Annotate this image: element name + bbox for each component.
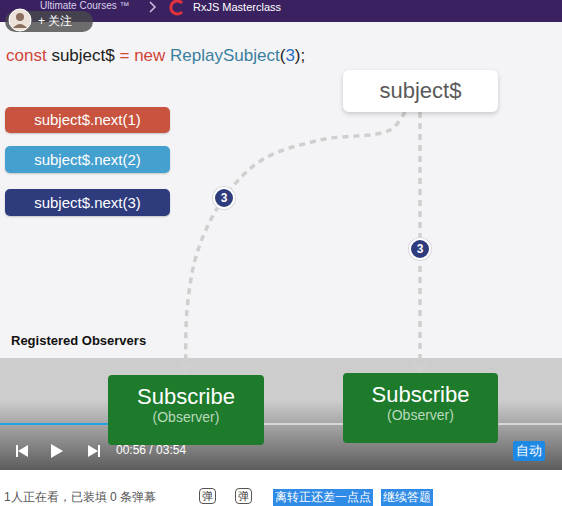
emit-box: subject$.next(3)	[5, 189, 170, 216]
code-number: 3	[285, 45, 294, 67]
danmaku-icon: 弹	[235, 488, 252, 504]
observer-box: Subscribe(Observer)	[343, 373, 498, 443]
prev-icon	[18, 445, 28, 457]
node-title: subject$.next(2)	[34, 151, 141, 168]
follow-button: + 关注	[38, 14, 72, 28]
code-punctuation: (	[280, 45, 286, 67]
node-title: Subscribe	[372, 382, 470, 407]
slide-ground	[0, 22, 562, 358]
play-icon	[51, 444, 63, 458]
dashed-connector	[186, 112, 405, 375]
code-punctuation: );	[295, 45, 305, 67]
observer-box: Subscribe(Observer)	[108, 375, 264, 445]
channel-name: Ultimate Courses ™	[40, 0, 129, 11]
promo-link: 继续答题	[381, 489, 433, 506]
node-title: subject$.next(3)	[34, 194, 141, 211]
node-title: subject$.next(1)	[34, 111, 141, 128]
code-keyword: new	[134, 45, 165, 67]
next-icon-bar	[98, 445, 100, 457]
emit-box: subject$.next(1)	[5, 107, 170, 133]
callout-number: 3	[409, 238, 431, 260]
danmaku-icon: 弹	[199, 488, 216, 504]
code-keyword: const	[6, 45, 47, 67]
next-icon	[88, 445, 98, 457]
section-heading: Registered Observers	[11, 333, 146, 349]
node-title: subject$	[380, 78, 462, 103]
node-subtitle: (Observer)	[387, 407, 454, 423]
avatar	[9, 9, 31, 31]
prev-icon-bar	[16, 445, 18, 457]
code-line: constsubject$=newReplaySubject(3);	[6, 45, 305, 67]
breadcrumb-chevron	[150, 2, 155, 12]
code-identifier: subject$	[51, 45, 114, 67]
emit-box: subject$.next(2)	[5, 146, 170, 173]
callout-number: 3	[213, 187, 235, 209]
subject-box: subject$	[343, 70, 498, 112]
avatar-head	[16, 13, 24, 21]
info-bar	[0, 470, 562, 506]
avatar-body	[13, 24, 27, 28]
observer-panel	[0, 358, 562, 470]
node-title: Subscribe	[137, 384, 235, 409]
course-logo	[171, 1, 182, 14]
play-time: 00:56 / 03:54	[116, 443, 186, 458]
promo-link: 离转正还差一点点	[273, 489, 373, 506]
code-operator: =	[119, 45, 129, 67]
viewer-count: 1人正在看，已装填 0 条弹幕	[4, 490, 156, 505]
node-subtitle: (Observer)	[153, 409, 220, 425]
auto-button: 自动	[513, 441, 545, 461]
code-class: ReplaySubject	[170, 45, 280, 67]
course-name: RxJS Masterclass	[193, 1, 281, 14]
